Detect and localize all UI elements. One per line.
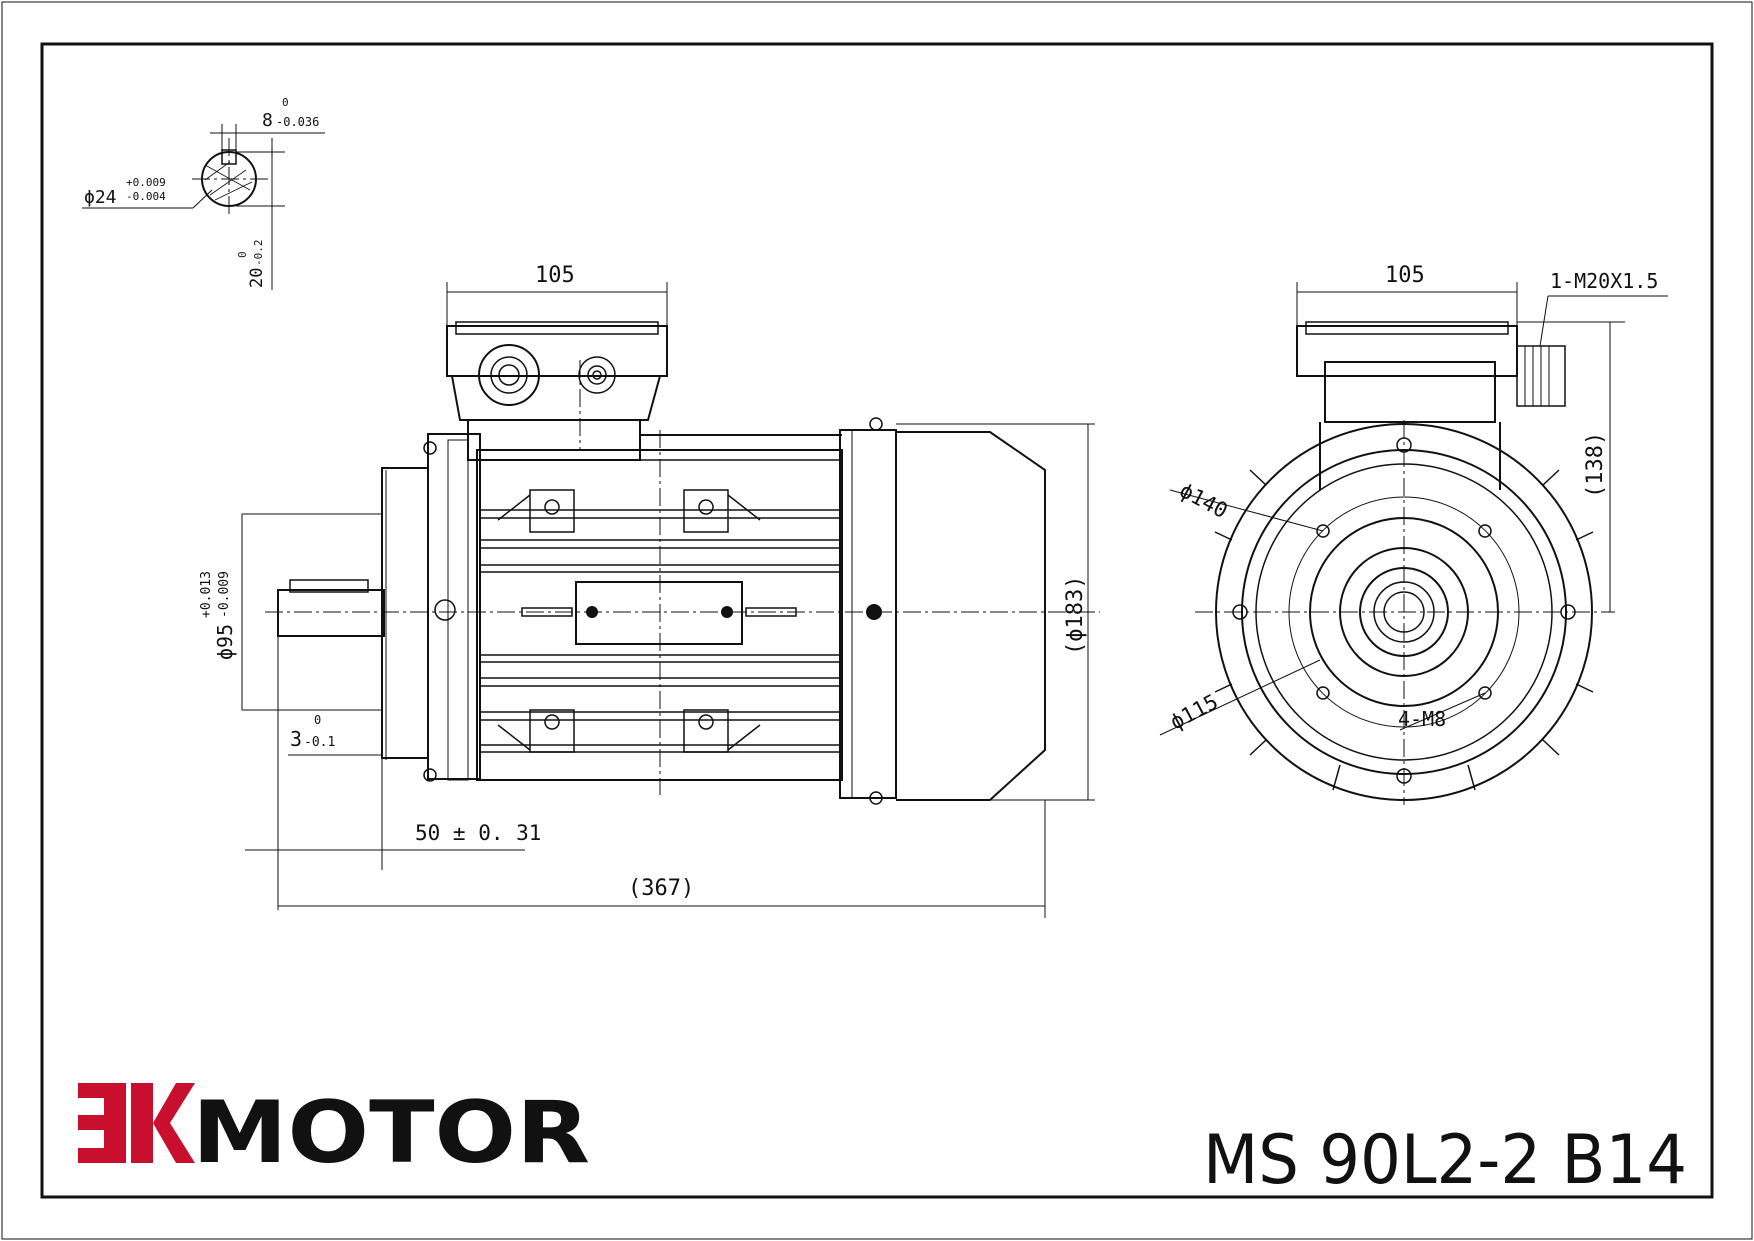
shaft-length-label: 50 ± 0. 31 <box>415 821 541 845</box>
model-designation: MS 90L2-2 B14 <box>1203 1121 1687 1200</box>
shaft-section-detail <box>82 124 325 290</box>
key-depth-label: 20 <box>247 268 267 288</box>
spigot-dia-lower-tol: -0.009 <box>217 571 232 618</box>
spigot-dia-upper-tol: +0.013 <box>199 571 214 618</box>
key-depth-lower-tol: -0.2 <box>252 240 265 267</box>
key-width-lower-tol: -0.036 <box>276 115 319 129</box>
shaft-dia-upper-tol: +0.009 <box>126 176 166 189</box>
flange-pcd-label: ϕ140 <box>1176 478 1232 523</box>
drawing-border <box>40 42 1714 1199</box>
motor-front-view <box>1159 282 1668 805</box>
frame-dia-label: (ϕ183) <box>1063 576 1088 655</box>
flange-holes-label: 4-M8 <box>1398 707 1446 731</box>
spigot-depth-upper-tol: 0 <box>314 713 321 727</box>
terminal-box-width-front-label: 105 <box>1385 263 1425 288</box>
flange-dia-label: ϕ115 <box>1166 689 1222 734</box>
spigot-depth-label: 3 <box>290 727 302 751</box>
ek-logo-mark <box>78 1083 195 1163</box>
spigot-depth-lower-tol: -0.1 <box>304 735 335 750</box>
shaft-dia-label: ϕ24 <box>84 187 117 208</box>
cable-gland-label: 1-M20X1.5 <box>1550 269 1658 293</box>
shaft-dia-lower-tol: -0.004 <box>126 190 166 203</box>
company-logo: MOTOR <box>78 1083 590 1183</box>
spigot-dia-label: ϕ95 <box>213 624 237 660</box>
height-to-box-label: (138) <box>1583 432 1608 498</box>
key-depth-upper-tol: 0 <box>236 251 249 258</box>
key-width-upper-tol: 0 <box>282 96 289 109</box>
motor-side-view <box>241 282 1100 918</box>
key-width-label: 8 <box>262 110 273 131</box>
terminal-box-width-side-label: 105 <box>535 263 575 288</box>
brand-name: MOTOR <box>192 1083 590 1183</box>
overall-length-label: (367) <box>628 876 694 901</box>
